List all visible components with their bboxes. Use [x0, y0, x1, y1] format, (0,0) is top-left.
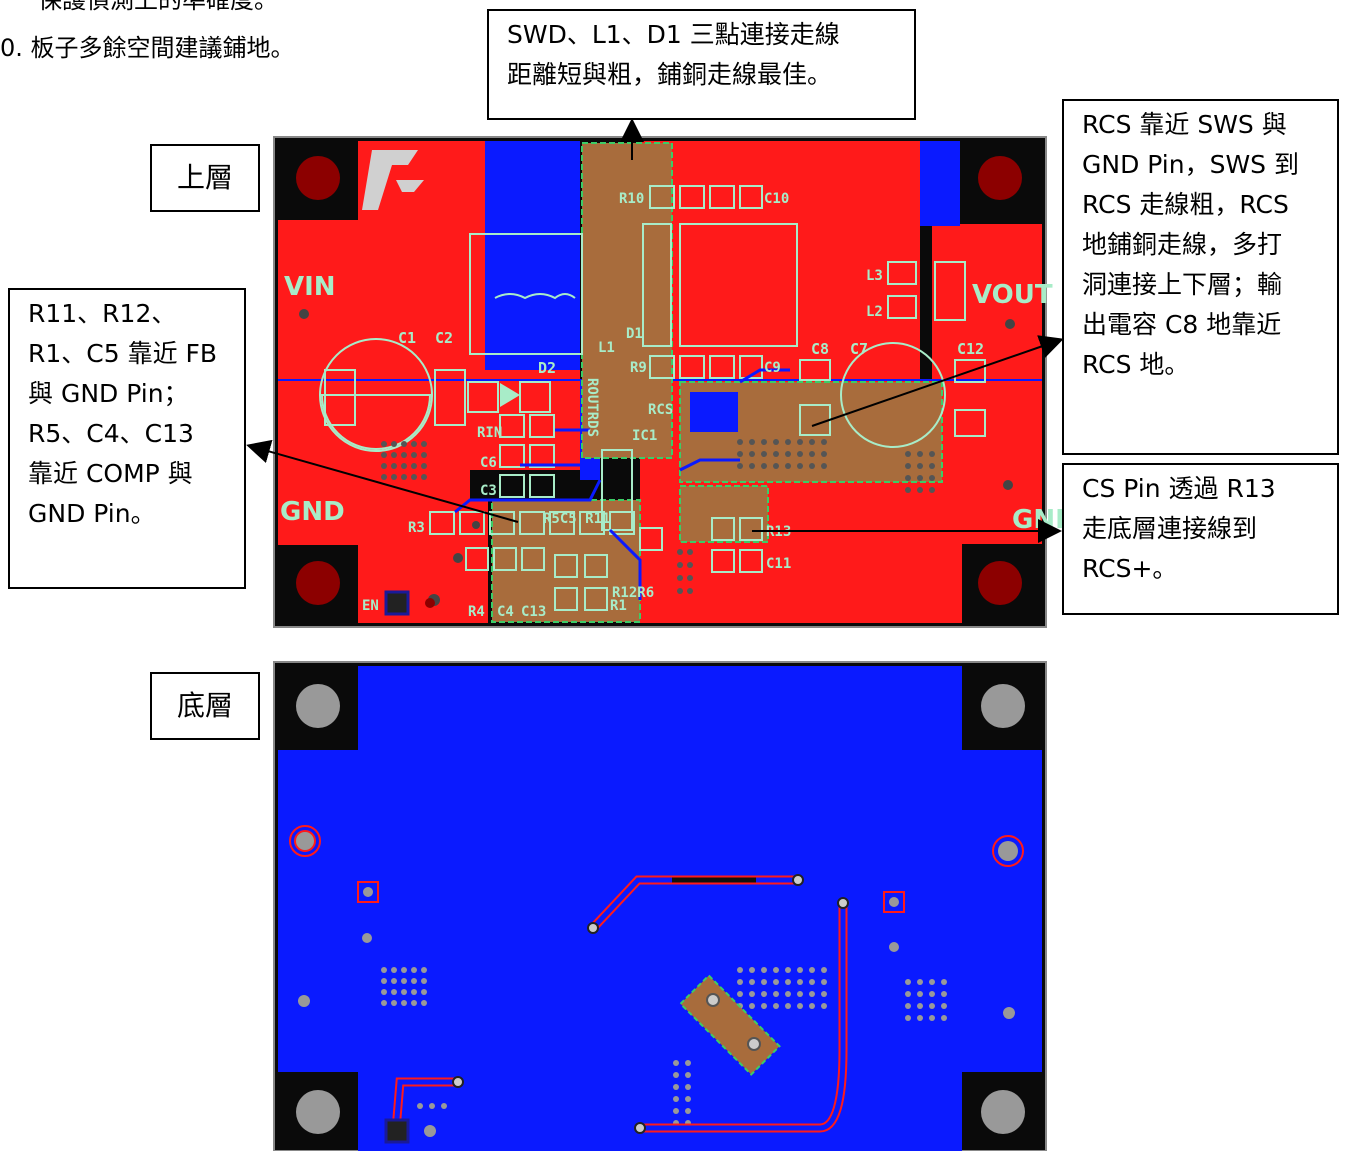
- document-line-10: 0. 板子多餘空間建議鋪地。: [0, 34, 295, 62]
- silk-c11: C11: [766, 556, 791, 572]
- silk-rcs: RCS: [648, 402, 673, 418]
- silk-c7: C7: [850, 340, 868, 358]
- silk-c4: C4: [497, 604, 514, 620]
- callout-right-top-line-1: RCS 靠近 SWS 與: [1082, 110, 1287, 139]
- silk-routrds: ROUTRDS: [584, 378, 600, 437]
- silk-vout: VOUT: [972, 280, 1053, 310]
- silk-r9: R9: [630, 360, 647, 376]
- logo-icon: [362, 150, 424, 210]
- silk-c12: C12: [957, 340, 984, 358]
- d2-diode-symbol: [500, 383, 520, 407]
- silk-l3: L3: [866, 268, 883, 284]
- silk-gnd-left: GND: [280, 497, 345, 527]
- callout-top-center-line-1: SWD、L1、D1 三點連接走線: [507, 20, 840, 49]
- callout-left: R11、R12、 R1、C5 靠近 FB 與 GND Pin； R5、C4、C1…: [8, 288, 246, 589]
- callout-right-bottom-line-3: RCS+。: [1082, 554, 1178, 583]
- silk-c10: C10: [764, 191, 789, 207]
- mounting-holes-top: [296, 156, 1022, 605]
- callout-right-top-line-7: RCS 地。: [1082, 350, 1190, 379]
- bottom-traces: [384, 874, 849, 1144]
- callout-right-bottom: CS Pin 透過 R13 走底層連接線到 RCS+。: [1062, 463, 1339, 615]
- callout-right-bottom-line-2: 走底層連接線到: [1082, 514, 1258, 543]
- silk-d2: D2: [538, 359, 556, 377]
- via-arrays-bottom: [381, 967, 947, 1126]
- callout-top-center-line-2: 距離短與粗，鋪銅走線最佳。: [507, 60, 833, 89]
- silk-ic1: IC1: [632, 428, 657, 444]
- silk-c3: C3: [480, 483, 497, 499]
- callout-left-line-2: R1、C5 靠近 FB: [28, 339, 218, 368]
- bottom-layer-label: 底層: [150, 672, 260, 740]
- silk-l1: L1: [598, 340, 615, 356]
- callout-left-line-1: R11、R12、: [28, 299, 177, 328]
- callout-top-center: SWD、L1、D1 三點連接走線 距離短與粗，鋪銅走線最佳。: [487, 9, 916, 120]
- silk-vin: VIN: [284, 272, 336, 302]
- silk-r3: R3: [408, 520, 425, 536]
- silk-c8: C8: [811, 340, 829, 358]
- silk-c13: C13: [521, 604, 546, 620]
- callout-left-line-3: 與 GND Pin；: [28, 379, 189, 408]
- cs-sense-trace-pour: [679, 974, 781, 1076]
- callout-right-top-line-5: 洞連接上下層；輸: [1082, 270, 1283, 299]
- silk-c2: C2: [435, 329, 453, 347]
- callout-left-line-5: 靠近 COMP 與: [28, 459, 193, 488]
- callout-left-line-6: GND Pin。: [28, 499, 156, 528]
- callout-right-top-line-2: GND Pin，SWS 到: [1082, 150, 1299, 179]
- silk-c1: C1: [398, 329, 416, 347]
- silk-rin: RIN: [477, 425, 502, 441]
- document-line-partial: 保護偵測上的準確度。: [38, 0, 278, 14]
- silk-l2: L2: [866, 304, 883, 320]
- silk-r12r6: R12R6: [612, 585, 654, 601]
- silk-d1: D1: [626, 326, 643, 342]
- silk-r10: R10: [619, 191, 644, 207]
- silk-r5c5r11: R5C5 R11: [543, 511, 610, 527]
- mounting-holes-bottom: [296, 684, 1025, 1134]
- top-layer-label: 上層: [150, 144, 260, 212]
- callout-right-top-line-6: 出電容 C8 地靠近: [1082, 310, 1282, 339]
- silk-r1: R1: [610, 598, 627, 614]
- en-pad: [384, 590, 410, 616]
- silk-c9: C9: [764, 360, 781, 376]
- callout-right-top-line-3: RCS 走線粗，RCS: [1082, 190, 1289, 219]
- callout-right-top: RCS 靠近 SWS 與 GND Pin，SWS 到 RCS 走線粗，RCS 地…: [1062, 99, 1339, 455]
- via-array-rcs: [677, 439, 935, 594]
- silk-r4: R4: [468, 604, 485, 620]
- silkscreen-outlines: [319, 185, 986, 611]
- silk-r13: R13: [766, 524, 791, 540]
- callout-right-bottom-line-1: CS Pin 透過 R13: [1082, 474, 1276, 503]
- vias-top: [299, 309, 1015, 606]
- silk-en: EN: [362, 598, 379, 614]
- callout-right-top-line-4: 地鋪銅走線，多打: [1082, 230, 1283, 259]
- silk-c6: C6: [480, 455, 497, 471]
- callout-left-line-4: R5、C4、C13: [28, 419, 194, 448]
